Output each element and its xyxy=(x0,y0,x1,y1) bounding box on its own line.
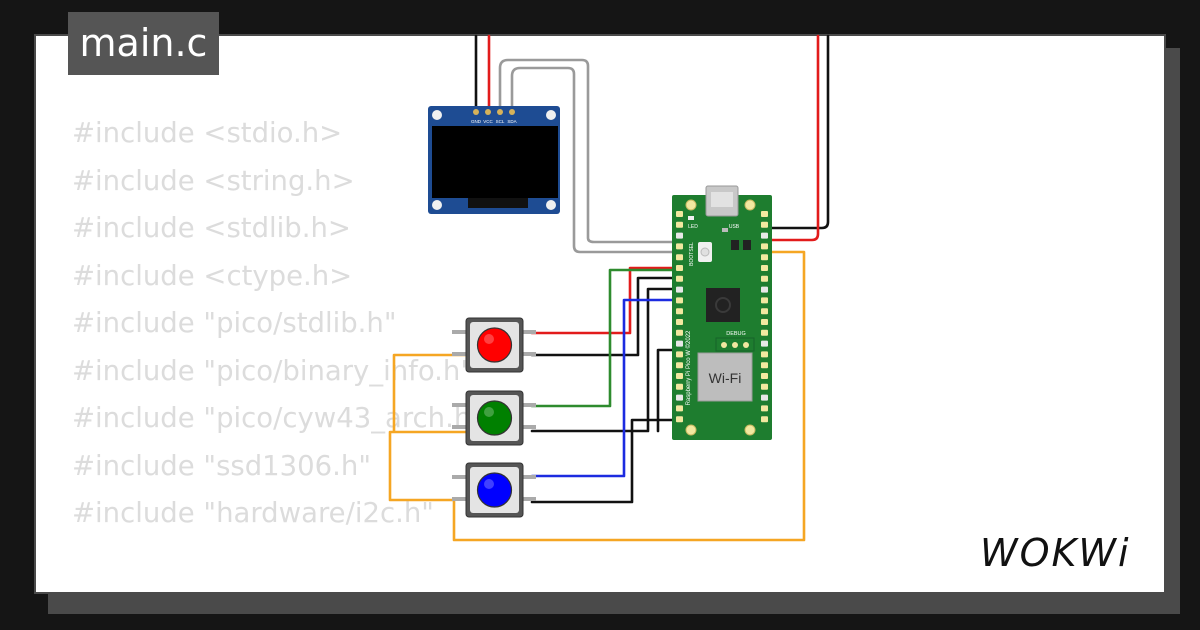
pico-pin-right[interactable] xyxy=(761,329,768,336)
pico-pin-left[interactable] xyxy=(676,373,683,379)
button-leg xyxy=(522,403,536,407)
button-leg xyxy=(452,403,466,407)
pico-pin-right[interactable] xyxy=(761,232,768,239)
button-leg xyxy=(452,475,466,479)
pico-led-label: LED xyxy=(688,224,698,230)
pico-pin-left[interactable] xyxy=(676,265,683,271)
button-cap[interactable] xyxy=(476,400,513,436)
pico-pin-left[interactable] xyxy=(676,351,683,358)
code-line: #include <stdio.h> xyxy=(72,117,343,149)
pico-pin-left[interactable] xyxy=(676,232,683,239)
pico-pin-left[interactable] xyxy=(676,221,683,228)
button-cap[interactable] xyxy=(476,472,513,508)
pico-pin-right[interactable] xyxy=(761,383,768,390)
push-button[interactable] xyxy=(452,390,536,446)
pico-pin-right[interactable] xyxy=(761,221,768,228)
wire-btn-blue-gnd xyxy=(530,418,682,504)
wire-oled-scl xyxy=(498,58,682,244)
pico-pin-left[interactable] xyxy=(676,405,683,412)
button-highlight xyxy=(484,407,494,417)
button-leg xyxy=(452,330,466,334)
wokwi-logo-text: WOKWi xyxy=(980,531,1131,575)
pico-pin-right[interactable] xyxy=(761,351,768,358)
pico-pin-right[interactable] xyxy=(761,308,768,315)
pico-pin-right[interactable] xyxy=(761,254,768,261)
pico-w-board[interactable]: USB LED BOOTSEL DEBUG Wi-Fi Raspberry Pi… xyxy=(672,185,772,440)
pico-pin-left[interactable] xyxy=(676,394,683,401)
oled-pin-scl: SCL xyxy=(496,119,505,124)
code-line: #include "hardware/i2c.h" xyxy=(72,497,434,529)
code-line: #include "pico/binary_info.h" xyxy=(72,354,473,387)
wire-btn-green-sig xyxy=(530,268,682,408)
code-line: #include <stdlib.h> xyxy=(72,212,351,244)
wire-oled-sda xyxy=(510,66,682,254)
pico-pin-left[interactable] xyxy=(676,362,683,369)
pico-pin-right[interactable] xyxy=(761,416,768,423)
wire-btn-green-gnd xyxy=(530,287,682,433)
pico-model-label: Raspberry Pi Pico W ©2022 xyxy=(685,330,692,405)
pico-pin-right[interactable] xyxy=(761,394,768,401)
wire-pico-gnd xyxy=(762,34,830,230)
pico-pin-left[interactable] xyxy=(676,254,683,261)
pico-pin-left[interactable] xyxy=(676,275,683,282)
code-line: #include <string.h> xyxy=(72,164,355,197)
pico-pin-left[interactable] xyxy=(676,340,683,347)
pico-pin-right[interactable] xyxy=(761,340,768,347)
button-leg xyxy=(522,330,536,334)
wokwi-logo: WOKWi xyxy=(980,531,1131,575)
pico-pin-left[interactable] xyxy=(676,319,683,325)
pico-pin-right[interactable] xyxy=(761,405,768,412)
pico-bootsel-label: BOOTSEL xyxy=(689,242,695,266)
pico-pin-left[interactable] xyxy=(676,297,683,304)
button-leg xyxy=(522,497,536,501)
code-line: #include "pico/cyw43_arch.h" xyxy=(72,402,484,434)
pico-pin-right[interactable] xyxy=(761,319,768,325)
button-leg xyxy=(522,352,536,356)
oled-pin-gnd: GND xyxy=(471,119,482,124)
file-tab[interactable]: main.c xyxy=(68,12,219,75)
pico-pin-left[interactable] xyxy=(676,329,683,336)
pico-pin-left[interactable] xyxy=(676,286,683,293)
button-cap[interactable] xyxy=(476,327,513,363)
pico-debug-label: DEBUG xyxy=(726,331,746,337)
button-highlight xyxy=(484,334,494,344)
pico-pin-right[interactable] xyxy=(761,286,768,293)
wire-btn-blue-sig xyxy=(530,298,682,478)
code-background: #include <stdio.h> #include <string.h> #… xyxy=(72,110,484,538)
pico-pin-left[interactable] xyxy=(676,383,683,390)
push-button[interactable] xyxy=(452,317,536,373)
pico-usb-label: USB xyxy=(729,224,740,230)
pico-wifi-label: Wi-Fi xyxy=(709,370,742,386)
pico-pin-right[interactable] xyxy=(761,275,768,282)
button-leg xyxy=(522,425,536,429)
diagram-card: #include <stdio.h> #include <string.h> #… xyxy=(34,34,1166,594)
oled-display[interactable]: GND VCC SCL SDA xyxy=(428,106,560,214)
pico-pin-left[interactable] xyxy=(676,243,683,250)
pico-pin-right[interactable] xyxy=(761,265,768,271)
code-line: #include "ssd1306.h" xyxy=(72,449,371,482)
code-line: #include <ctype.h> xyxy=(72,259,353,292)
pico-pin-left[interactable] xyxy=(676,416,683,423)
button-leg xyxy=(452,425,466,429)
wire-pico-vsys xyxy=(762,34,820,242)
pico-pin-right[interactable] xyxy=(761,362,768,369)
pico-pin-left[interactable] xyxy=(676,211,683,217)
pico-pin-right[interactable] xyxy=(761,243,768,250)
oled-pin-vcc: VCC xyxy=(483,119,493,124)
button-leg xyxy=(452,352,466,356)
button-leg xyxy=(522,475,536,479)
button-leg xyxy=(452,497,466,501)
oled-pin-sda: SDA xyxy=(507,119,516,124)
pico-pin-right[interactable] xyxy=(761,297,768,304)
code-line: #include "pico/stdlib.h" xyxy=(72,307,397,339)
pico-pin-right[interactable] xyxy=(761,211,768,217)
push-button[interactable] xyxy=(452,462,536,518)
wire-orange-loop xyxy=(388,250,806,542)
pico-pin-left[interactable] xyxy=(676,308,683,315)
pico-pin-right[interactable] xyxy=(761,373,768,379)
button-highlight xyxy=(484,479,494,489)
wire-btn-red-gnd xyxy=(530,276,682,357)
